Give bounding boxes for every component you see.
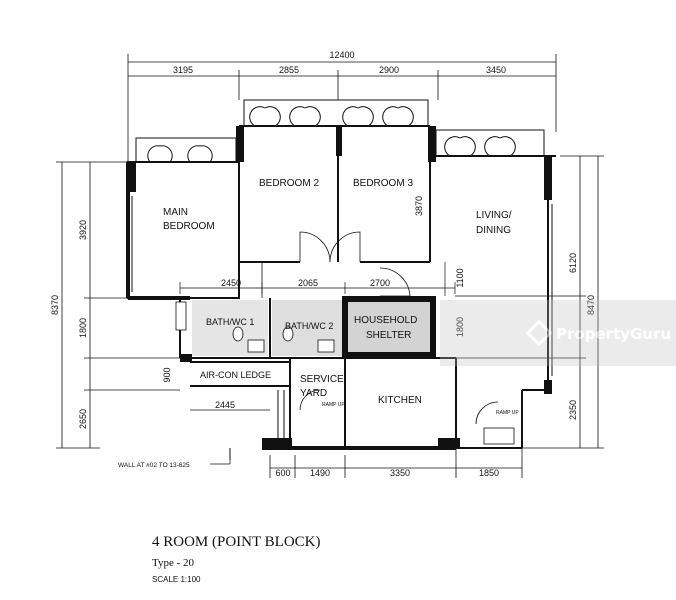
dim-left-2: 1800 bbox=[78, 318, 88, 338]
dim-left-total: 8370 bbox=[50, 295, 60, 315]
plan-scale: SCALE 1:100 bbox=[152, 575, 201, 584]
room-bath-1: BATH/WC 1 bbox=[206, 317, 254, 327]
dim-right-2: 1800 bbox=[455, 317, 465, 337]
ramp-up-label-1: RAMP UP bbox=[322, 402, 345, 408]
dim-bottom-2: 1490 bbox=[310, 468, 330, 478]
room-bedroom-3: BEDROOM 3 bbox=[353, 178, 413, 189]
top-dimension-lines bbox=[127, 54, 557, 162]
right-dimension-lines bbox=[455, 155, 604, 449]
dim-right-1: 6120 bbox=[568, 253, 578, 273]
bottom-dimension-lines bbox=[190, 409, 523, 478]
room-aircon-ledge: AIR-CON LEDGE bbox=[200, 370, 271, 380]
dim-inner-5: 3870 bbox=[414, 196, 424, 216]
dim-inner-6: 2445 bbox=[215, 400, 235, 410]
room-service-line2: YARD bbox=[300, 388, 327, 399]
room-kitchen: KITCHEN bbox=[378, 395, 422, 406]
dim-inner-1: 2450 bbox=[221, 278, 241, 288]
dim-right-total: 8470 bbox=[586, 295, 596, 315]
room-service-line1: SERVICE bbox=[300, 374, 344, 385]
propertyguru-logo-icon bbox=[525, 319, 553, 347]
dim-top-1: 3195 bbox=[173, 65, 193, 75]
shaded-areas bbox=[192, 300, 430, 356]
room-main-bedroom-line1: MAIN bbox=[163, 207, 188, 218]
doors bbox=[261, 231, 515, 445]
dim-bottom-4: 1850 bbox=[479, 468, 499, 478]
dim-inner-3: 2700 bbox=[370, 278, 390, 288]
dim-top-2: 2855 bbox=[279, 65, 299, 75]
dim-left-3: 900 bbox=[162, 367, 172, 382]
room-shelter-line2: SHELTER bbox=[366, 330, 411, 341]
room-living-line2: DINING bbox=[476, 225, 511, 236]
windows bbox=[131, 99, 553, 438]
left-dimension-lines bbox=[56, 161, 180, 449]
wall-note-leader bbox=[210, 452, 231, 465]
dim-left-1: 3920 bbox=[78, 220, 88, 240]
watermark-text: PropertyGuru bbox=[556, 325, 671, 343]
plan-type: Type - 20 bbox=[152, 557, 194, 569]
room-living-line1: LIVING/ bbox=[476, 210, 512, 221]
dim-bottom-1: 600 bbox=[275, 468, 290, 478]
dim-top-3: 2900 bbox=[379, 65, 399, 75]
room-main-bedroom-line2: BEDROOM bbox=[163, 221, 215, 232]
wall-blocks bbox=[128, 126, 552, 448]
dim-left-4: 2650 bbox=[78, 409, 88, 429]
dim-right-3: 2350 bbox=[568, 400, 578, 420]
fixtures bbox=[175, 301, 335, 353]
plan-title: 4 ROOM (POINT BLOCK) bbox=[152, 534, 320, 550]
ramp-up-label-2: RAMP UP bbox=[496, 410, 519, 416]
dim-bottom-3: 3350 bbox=[390, 468, 410, 478]
room-bedroom-2: BEDROOM 2 bbox=[259, 178, 319, 189]
dim-top-4: 3450 bbox=[486, 65, 506, 75]
room-shelter-line1: HOUSEHOLD bbox=[354, 315, 417, 326]
wall-note: WALL AT #02 TO 13-625 bbox=[118, 462, 190, 469]
watermark: PropertyGuru bbox=[440, 300, 676, 366]
room-bath-2: BATH/WC 2 bbox=[285, 321, 333, 331]
dim-total-width: 12400 bbox=[329, 50, 354, 60]
dim-inner-4: 1100 bbox=[455, 268, 465, 287]
dim-inner-2: 2065 bbox=[298, 278, 318, 288]
